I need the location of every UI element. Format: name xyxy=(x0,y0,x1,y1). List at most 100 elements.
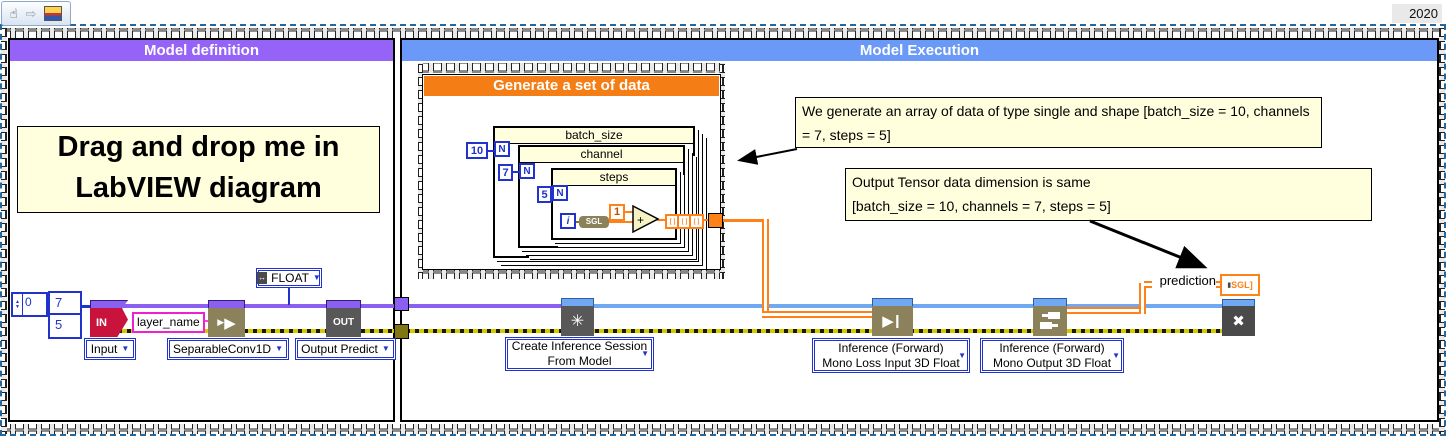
tunnel-autoindex-1: [ ] xyxy=(665,214,680,229)
session-wire-cap xyxy=(1222,299,1255,307)
out-badge: OUT xyxy=(326,308,361,337)
wire-data-horizontal xyxy=(721,219,765,222)
array-bracket-icon: ] xyxy=(1249,280,1253,290)
loop-label-channel: channel xyxy=(520,147,683,163)
array-index-value[interactable]: 0 xyxy=(25,295,32,309)
tunnel-sequence-data xyxy=(708,213,723,228)
loop-label-batch: batch_size xyxy=(495,128,693,144)
sequence-title: Generate a set of data xyxy=(424,76,719,96)
index-brackets: [ ] xyxy=(693,218,700,225)
model-wire-cap xyxy=(90,300,128,309)
add-function[interactable]: + xyxy=(631,205,661,233)
index-brackets: [ ] xyxy=(681,218,688,225)
string-constant-layer-name[interactable]: layer_name xyxy=(132,312,205,333)
array-element-0[interactable]: 7 xyxy=(50,293,80,315)
selector-inference-loss-input[interactable]: Inference (Forward) Mono Loss Input 3D F… xyxy=(812,338,970,373)
wire-3d-array-from-output xyxy=(1066,307,1144,314)
loop-count-terminal-batch: N xyxy=(494,141,510,157)
indicator-arrow-icon: ▮ xyxy=(1227,282,1232,289)
selection-marquee xyxy=(0,24,1446,436)
selector-inference-output[interactable]: Inference (Forward) Mono Output 3D Float… xyxy=(980,338,1124,373)
node-model-output[interactable]: OUT xyxy=(326,300,361,337)
dropdown-icon[interactable]: ▼ xyxy=(641,349,649,358)
dropdown-icon[interactable]: ▼ xyxy=(958,351,966,360)
drag-drop-note: Drag and drop me in LabVIEW diagram xyxy=(17,126,380,213)
array-index-control[interactable]: ▲▼ 0 xyxy=(11,292,48,317)
vi-snippet-icon[interactable] xyxy=(44,6,63,21)
selector-output-predict[interactable]: Output Predict▼ xyxy=(295,338,396,360)
comment-generate-array: We generate an array of data of type sin… xyxy=(795,97,1322,148)
indicator-type: SGL xyxy=(1231,280,1250,290)
constant-one[interactable]: 1 xyxy=(609,204,625,221)
wire-add-out xyxy=(657,219,666,221)
selector-separable-conv1d[interactable]: SeparableConv1D▼ xyxy=(167,338,289,360)
comment-output-tensor: Output Tensor data dimension is same [ba… xyxy=(845,168,1372,221)
wire-count-channel xyxy=(512,171,519,173)
constant-channel-count[interactable]: 7 xyxy=(498,164,513,181)
dropdown-icon[interactable]: ▼ xyxy=(312,273,321,282)
tunnel-autoindex-3: [ ] xyxy=(689,214,704,229)
dropdown-icon[interactable]: ▼ xyxy=(275,344,283,353)
loop-label-steps: steps xyxy=(553,170,675,186)
node-separable-conv1d[interactable]: ▶ ▶ xyxy=(208,300,245,337)
wire-float-enum xyxy=(288,287,290,305)
hand-tool-icon[interactable]: ☝ xyxy=(9,6,18,21)
selector-text: Input xyxy=(90,341,118,356)
wire-i-to-cast xyxy=(575,221,580,223)
dropdown-icon[interactable]: ▼ xyxy=(381,344,390,353)
forward-icon: ▶❙ xyxy=(872,306,913,336)
tunnel-model-purple xyxy=(394,297,409,311)
close-x-icon: ✖ xyxy=(1222,306,1255,336)
drag-arrow-icon[interactable]: ⇨ xyxy=(25,6,37,21)
iteration-terminal: i xyxy=(560,213,576,229)
dropdown-icon[interactable]: ▼ xyxy=(121,344,130,353)
dropdown-icon[interactable]: ▼ xyxy=(1112,351,1120,360)
wire-count-batch xyxy=(487,150,495,152)
frame-model-execution-title: Model Execution xyxy=(402,40,1437,61)
node-inference-loss-input[interactable]: ▶❙ xyxy=(872,298,913,336)
spinner-icon[interactable]: ▲▼ xyxy=(13,294,23,315)
indicator-label: prediction xyxy=(1152,272,1216,289)
wire-one-to-add xyxy=(623,211,634,213)
selector-create-inference-session[interactable]: Create Inference Session From Model▼ xyxy=(505,337,654,371)
enum-value[interactable]: FLOAT xyxy=(271,270,309,285)
selector-text: Inference (Forward) Mono Loss Input 3D F… xyxy=(822,340,960,370)
constant-steps-count[interactable]: 5 xyxy=(537,186,552,203)
index-brackets: [ ] xyxy=(669,218,676,225)
tunnel-error xyxy=(394,324,409,339)
selector-text: SeparableConv1D xyxy=(173,341,272,356)
wire-tunnel-out xyxy=(700,219,709,221)
bar-icon: ❙ xyxy=(891,313,903,328)
session-wire-cap xyxy=(561,298,594,307)
spin-up-icon[interactable]: ▲ xyxy=(15,298,20,305)
selector-input[interactable]: Input▼ xyxy=(84,338,136,360)
node-inference-output[interactable] xyxy=(1033,298,1067,336)
frame-model-definition: Model definition xyxy=(8,38,395,422)
model-wire-cap xyxy=(208,300,245,309)
spin-down-icon[interactable]: ▼ xyxy=(15,303,20,310)
play-small-icon: ▶ xyxy=(217,317,225,327)
model-wire-cap xyxy=(326,300,361,309)
play-big-icon: ▶ xyxy=(224,314,236,332)
film-strip-border xyxy=(418,63,725,279)
session-wire-cap xyxy=(1033,298,1067,307)
array-element-1[interactable]: 5 xyxy=(55,317,63,332)
node-model-input[interactable]: IN xyxy=(90,300,128,337)
output-plugs-icon xyxy=(1033,306,1067,336)
node-create-inference-session[interactable]: ✳ xyxy=(561,298,594,336)
frame-model-definition-title: Model definition xyxy=(10,40,393,61)
labview-version-badge: 2020 xyxy=(1392,4,1442,23)
loop-count-terminal-channel: N xyxy=(519,163,535,179)
enum-icon: ↔ xyxy=(257,272,268,284)
array-constant-shape[interactable]: 7 5 xyxy=(48,291,82,339)
play-icon: ▶ xyxy=(882,313,894,330)
node-close-session[interactable]: ✖ xyxy=(1222,299,1255,336)
constant-batch-count[interactable]: 10 xyxy=(466,142,488,159)
selector-text: Inference (Forward) Mono Output 3D Float xyxy=(992,340,1112,370)
wire-3d-array-up xyxy=(1139,283,1146,314)
indicator-prediction-sgl[interactable]: ▮ SGL ] xyxy=(1220,274,1260,296)
to-sgl-cast[interactable]: SGL xyxy=(579,216,609,228)
enum-constant-float[interactable]: ↔ FLOAT ▼ xyxy=(256,268,322,288)
